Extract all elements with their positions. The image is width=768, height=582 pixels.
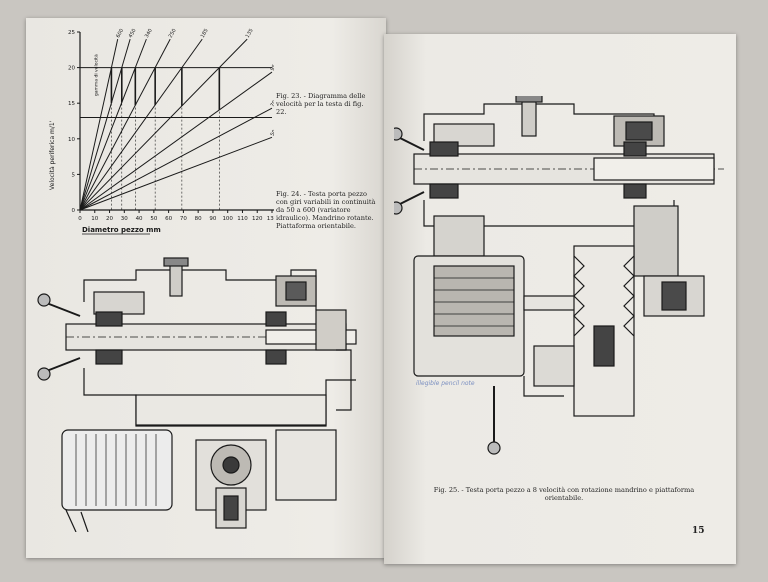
band-label: gamma di velocità [93,54,100,96]
series-line [79,38,147,211]
series-label: 340 [144,28,154,39]
fig24-drawing [37,257,357,532]
series-line [79,71,273,211]
y-tick-label: 10 [68,137,75,143]
y-tick-label: 20 [68,66,75,72]
pencil-note: illegible pencil note [416,380,475,387]
x-axis-label: Diametro pezzo mm [82,226,161,234]
series-label: 135 [245,28,255,39]
x-tick-label: 90 [209,216,216,222]
page-number: 15 [692,526,705,536]
series-line [79,107,273,211]
right-page: illegible pencil note Fig. 25. - Testa p… [384,34,736,564]
series-label: 50 [270,129,274,138]
x-tick-label: 120 [252,216,263,222]
y-tick-label: 25 [68,30,75,36]
series-line [79,136,273,211]
y-axis-label: Velocità periferica m/1' [49,120,56,190]
velocity-diagram: 0 10 20 30 40 50 60 70 80 90 100 110 120 130 0 5 10 15 20 2… [49,28,274,235]
x-tick-label: 100 [222,216,233,222]
x-tick-label: 130 [267,216,274,222]
y-tick-label: 15 [68,101,75,107]
series-label: 185 [200,28,210,39]
x-tick-label: 40 [136,216,143,222]
series-line [79,38,171,211]
book-spread: 0 10 20 30 40 50 60 70 80 90 100 110 120 130 0 5 10 15 20 2… [18,18,744,564]
series-label: 600 [115,28,125,39]
left-page: 0 10 20 30 40 50 60 70 80 90 100 110 120 130 0 5 10 15 20 2… [26,18,386,558]
series-label: 250 [168,28,178,39]
x-tick-label: 70 [180,216,187,222]
y-tick-label: 0 [72,208,76,214]
x-tick-label: 10 [91,216,98,222]
x-tick-label: 20 [106,216,113,222]
x-tick-label: 80 [195,216,202,222]
x-tick-label: 30 [121,216,128,222]
x-tick-label: 110 [237,216,248,222]
series-label: 95 [270,64,274,73]
fig23-caption: Fig. 23. - Diagramma delle velocità per … [276,92,366,116]
series-label: 450 [128,28,138,39]
y-tick-label: 5 [72,172,76,178]
fig24-caption: Fig. 24. - Testa porta pezzo con giri va… [276,190,376,230]
x-tick-label: 60 [165,216,172,222]
fig25-drawing [394,96,724,455]
x-tick-label: 0 [78,216,82,222]
x-tick-label: 50 [150,216,157,222]
series-label: 70 [270,100,274,109]
fig25-caption: Fig. 25. - Testa porta pezzo a 8 velocit… [433,486,695,502]
